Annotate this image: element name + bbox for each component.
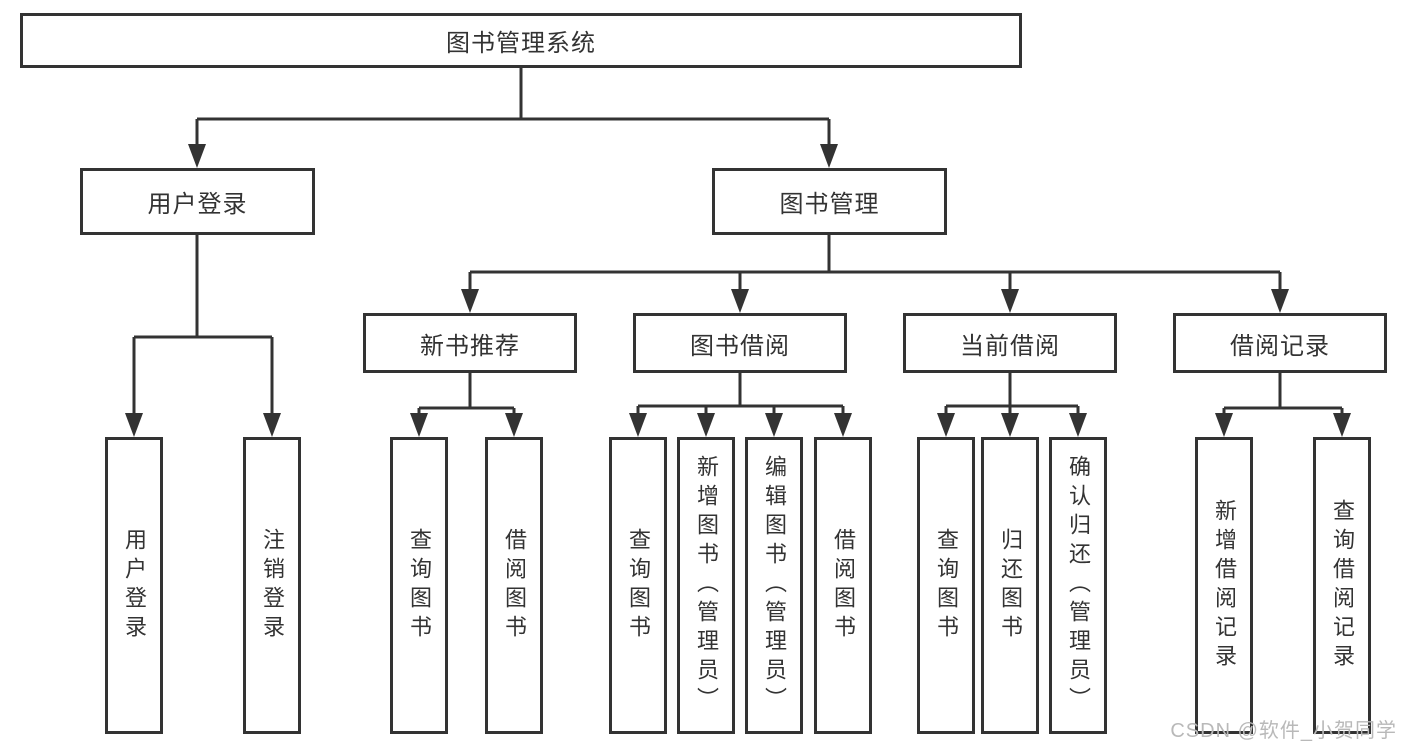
leaf-borrow-book-recommend-label: 借阅图书 [502, 527, 527, 644]
leaf-user-login: 用户登录 [105, 437, 163, 734]
leaf-confirm-return-admin-label: 确认归还（管理员） [1066, 455, 1091, 716]
node-borrowing-records: 借阅记录 [1173, 313, 1387, 373]
leaf-logout-label: 注销登录 [260, 527, 285, 644]
leaf-confirm-return-admin: 确认归还（管理员） [1049, 437, 1107, 734]
leaf-edit-book-admin-label: 编辑图书（管理员） [762, 455, 787, 716]
node-new-book-recommend: 新书推荐 [363, 313, 577, 373]
csdn-watermark: CSDN @软件_小贺同学 [1170, 720, 1397, 742]
leaf-query-books-borrowing: 查询图书 [609, 437, 667, 734]
leaf-borrow-book-recommend: 借阅图书 [485, 437, 543, 734]
leaf-query-books-current-label: 查询图书 [934, 527, 959, 644]
connector-paths [132, 68, 1344, 416]
leaf-user-login-label: 用户登录 [122, 527, 147, 644]
leaf-return-book-label: 归还图书 [998, 527, 1023, 644]
node-user-login: 用户登录 [80, 168, 315, 235]
leaf-borrow-book: 借阅图书 [814, 437, 872, 734]
leaf-logout: 注销登录 [243, 437, 301, 734]
leaf-query-borrow-record-label: 查询借阅记录 [1330, 498, 1355, 673]
leaf-query-books-recommend-label: 查询图书 [407, 527, 432, 644]
leaf-query-books-borrowing-label: 查询图书 [626, 527, 651, 644]
arrowheads [125, 144, 1351, 437]
leaf-edit-book-admin: 编辑图书（管理员） [745, 437, 803, 734]
node-current-borrowing: 当前借阅 [903, 313, 1117, 373]
leaf-add-book-admin-label: 新增图书（管理员） [694, 455, 719, 716]
leaf-borrow-book-label: 借阅图书 [831, 527, 856, 644]
leaf-query-books-recommend: 查询图书 [390, 437, 448, 734]
node-book-borrowing: 图书借阅 [633, 313, 847, 373]
node-root: 图书管理系统 [20, 13, 1022, 68]
leaf-query-borrow-record: 查询借阅记录 [1313, 437, 1371, 734]
leaf-return-book: 归还图书 [981, 437, 1039, 734]
leaf-query-books-current: 查询图书 [917, 437, 975, 734]
leaf-add-book-admin: 新增图书（管理员） [677, 437, 735, 734]
node-book-management: 图书管理 [712, 168, 947, 235]
leaf-add-borrow-record: 新增借阅记录 [1195, 437, 1253, 734]
leaf-add-borrow-record-label: 新增借阅记录 [1212, 498, 1237, 673]
